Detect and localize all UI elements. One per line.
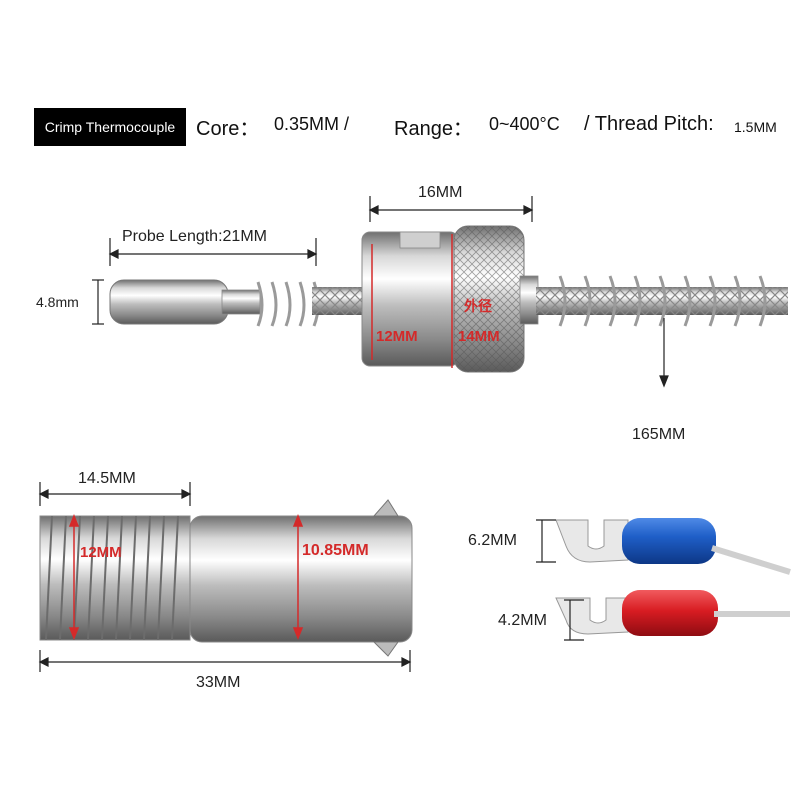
thread-length-label: 14.5MM [78, 470, 136, 487]
blue-fork-lug [555, 519, 629, 563]
thread-grooves [45, 515, 179, 641]
connector-tab-top [372, 499, 399, 517]
red-terminal-width-label: 4.2MM [498, 612, 547, 629]
connector-tab-bottom [372, 641, 399, 657]
red-insulator [622, 590, 718, 636]
probe-spring [256, 281, 320, 327]
inner-diameter-label: 12MM [376, 328, 418, 345]
blue-terminal [555, 518, 791, 575]
blue-wire [711, 545, 791, 575]
product-type-badge: Crimp Thermocouple [34, 108, 186, 146]
thread-diameter-label: 12MM [80, 544, 122, 561]
core-value: 0.35MM / [274, 114, 350, 134]
top-width-label: 16MM [418, 184, 463, 201]
thread-pitch-label: / Thread Pitch: [584, 113, 714, 135]
nut-diameter-markers [371, 234, 453, 368]
outer-diameter-label: 14MM [458, 328, 500, 345]
range-value: 0~400°C [489, 114, 560, 134]
connector-dimensions [38, 482, 412, 672]
range-label: Range： [394, 118, 473, 140]
thread-pitch-value: 1.5MM [734, 119, 777, 135]
terminal-dimensions [536, 519, 584, 641]
red-fork-lug [555, 597, 629, 635]
outer-diameter-text: 外径 [464, 298, 492, 314]
badge-label: Crimp Thermocouple [44, 119, 176, 135]
total-length-label: 33MM [196, 674, 241, 691]
probe-assembly [109, 225, 788, 373]
connector-diameter-markers [68, 513, 304, 641]
connector-body [189, 515, 413, 643]
probe-length-label: Probe Length:21MM [120, 228, 269, 246]
nut-body [361, 231, 459, 367]
probe-dimensions [92, 196, 669, 388]
blue-terminal-width-label: 6.2MM [468, 532, 517, 549]
body-diameter-label: 10.85MM [302, 542, 369, 559]
probe-tip [109, 279, 229, 325]
cable-length-label: 165MM [632, 426, 686, 443]
blue-insulator [622, 518, 716, 564]
threaded-connector [39, 499, 413, 657]
core-label: Core： [196, 118, 260, 140]
red-terminal [555, 590, 790, 636]
cable-spring [558, 275, 767, 327]
probe-diameter-label: 4.8mm [36, 294, 79, 310]
probe-neck [221, 289, 261, 315]
